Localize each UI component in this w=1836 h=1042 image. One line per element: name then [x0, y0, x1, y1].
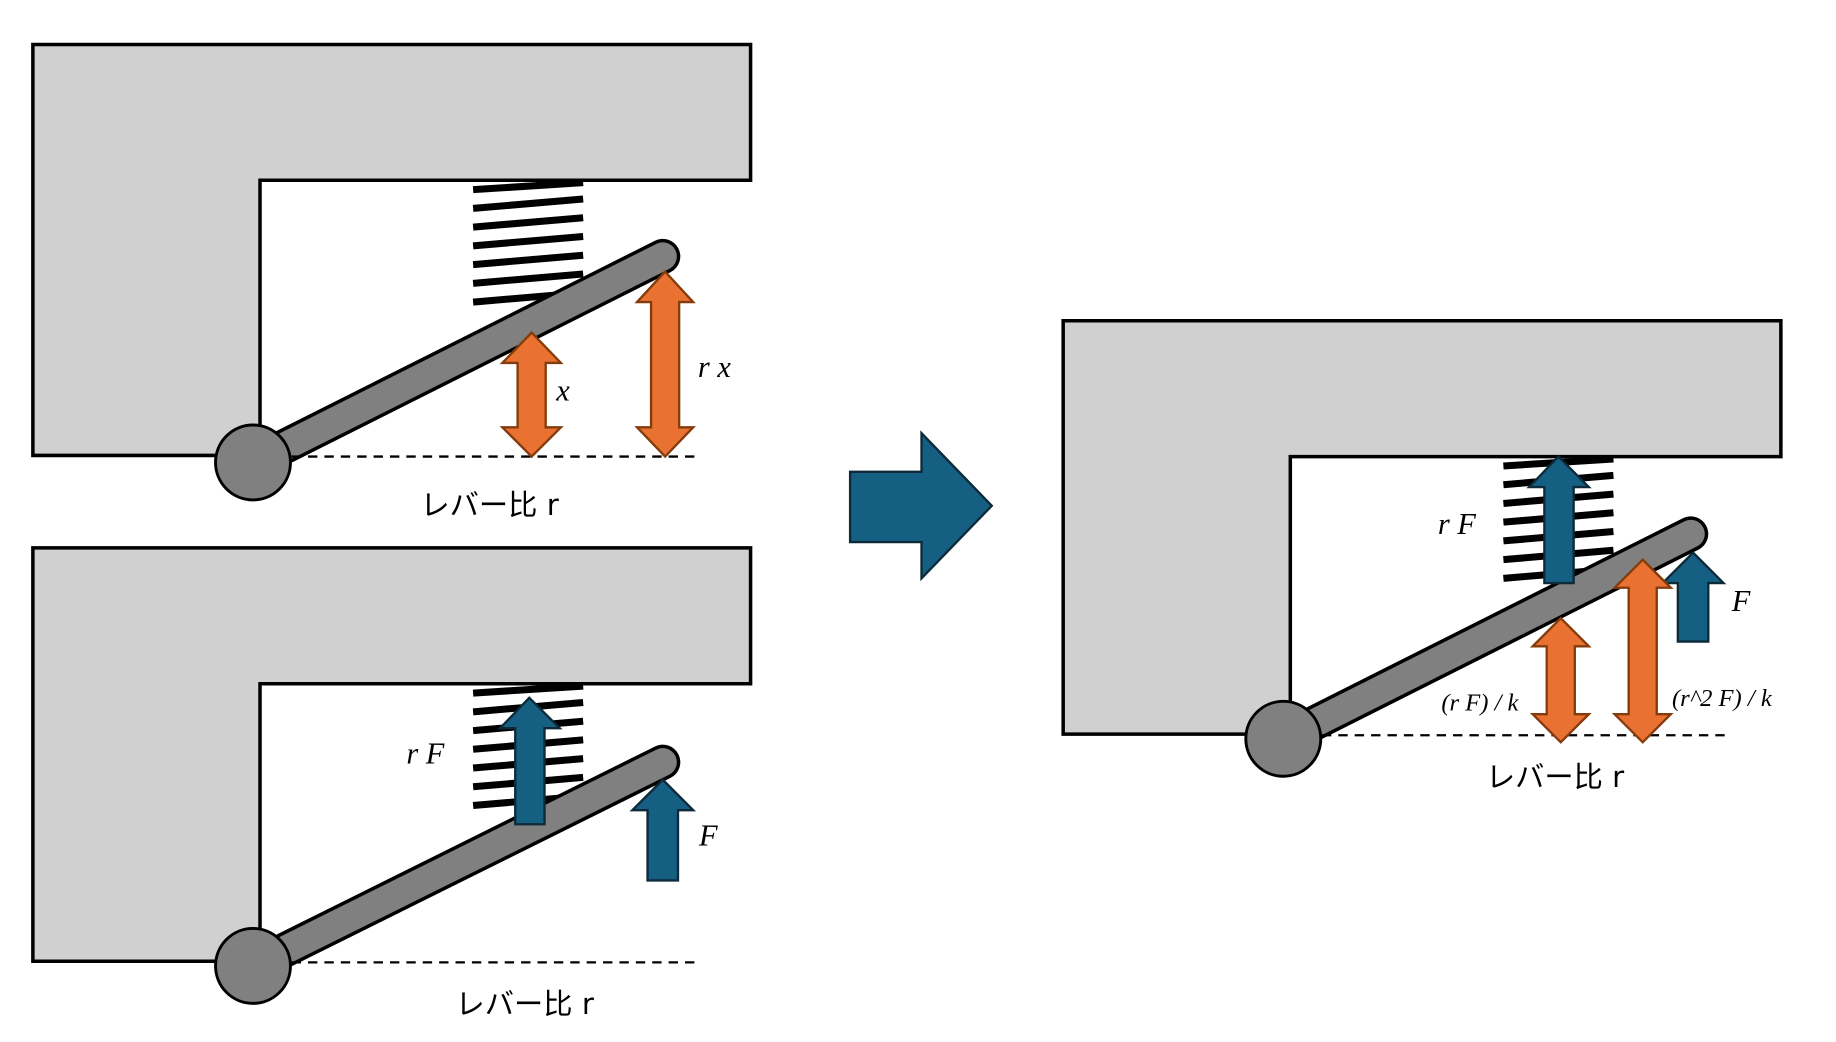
label-spring-force: r F [406, 736, 444, 770]
applied-force-arrow [1659, 550, 1727, 643]
caption-lever-ratio: レバー比 r [456, 987, 595, 1021]
spring-force-arrow [1526, 454, 1592, 585]
label-disp-r2F-k: (r^2 F) / k [1672, 685, 1773, 712]
label-force: F [698, 818, 718, 852]
displacement-arrow-rx [634, 269, 696, 459]
label-rx: r x [698, 350, 731, 384]
housing-frame [1061, 319, 1783, 736]
displacement-arrow-x [499, 330, 564, 459]
panel-top-left: x r x レバー比 r [31, 42, 753, 522]
panel-right: r F F (r F) / k (r^2 F) / k レバー比 r [1061, 319, 1783, 794]
caption-lever-ratio: レバー比 r [1486, 760, 1625, 794]
pivot [1244, 699, 1323, 778]
pivot [214, 926, 292, 1005]
caption-lever-ratio: レバー比 r [420, 488, 559, 522]
spring [473, 183, 583, 302]
label-x: x [555, 373, 570, 407]
panel-bottom-left: r F F レバー比 r [31, 546, 753, 1021]
label-disp-rF-k: (r F) / k [1441, 690, 1519, 717]
housing-frame [31, 546, 753, 963]
displacement-arrow-rF-k [1529, 616, 1592, 744]
housing-frame [31, 42, 753, 458]
spring-force-arrow [497, 696, 563, 826]
right-arrow-icon [848, 430, 994, 582]
label-force: F [1731, 584, 1751, 618]
displacement-arrow-r2F-k [1611, 557, 1674, 744]
pivot [214, 423, 292, 502]
label-spring-force: r F [1438, 507, 1476, 541]
applied-force-arrow [629, 778, 697, 882]
